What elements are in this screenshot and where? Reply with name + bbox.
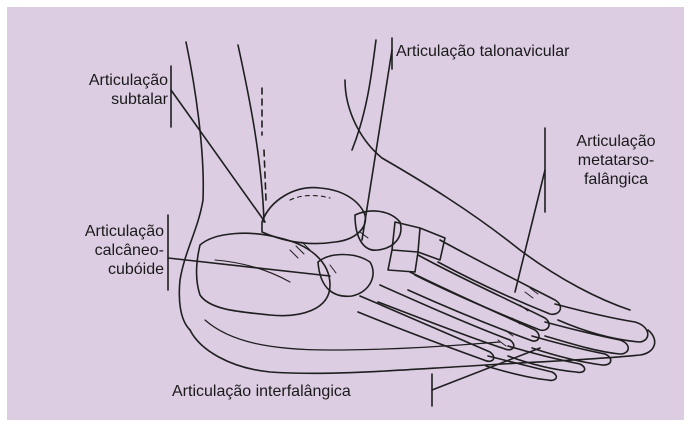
metatarsal-2	[415, 255, 549, 330]
label-calcaneo: Articulação calcâneo- cubóide	[42, 222, 164, 279]
metatarsal-4	[378, 285, 514, 350]
label-calcaneo-line1: Articulação	[42, 222, 164, 241]
leg-inner-dashed	[262, 88, 266, 200]
label-subtalar-line1: Articulação	[44, 71, 168, 90]
leg-inner-outline	[238, 45, 264, 222]
label-metatarso-line1: Articulação	[555, 132, 677, 151]
label-metatarso-line3: falângica	[555, 170, 677, 189]
metatarsal-1	[438, 240, 560, 314]
label-calcaneo-line2: calcâneo-	[42, 241, 164, 260]
label-metatarso: Articulação metatarso- falângica	[555, 132, 677, 189]
label-talonavicular: Articulação talonavicular	[396, 42, 569, 61]
talus-dashed	[290, 196, 330, 200]
sole-inner-outline	[205, 320, 500, 350]
interfalangica-leader	[432, 348, 540, 390]
label-metatarso-line2: metatarso-	[555, 151, 677, 170]
label-calcaneo-line3: cubóide	[42, 260, 164, 279]
metatarso-leader	[515, 170, 545, 292]
leg-anterior-outline	[352, 40, 376, 150]
calcaneo-leader	[168, 258, 330, 276]
label-interfalangica: Articulação interfalângica	[172, 382, 351, 401]
label-subtalar: Articulação subtalar	[44, 71, 168, 109]
label-subtalar-line2: subtalar	[44, 90, 168, 109]
leg-front-outline	[345, 80, 630, 310]
leg-posterior-outline	[179, 42, 203, 330]
